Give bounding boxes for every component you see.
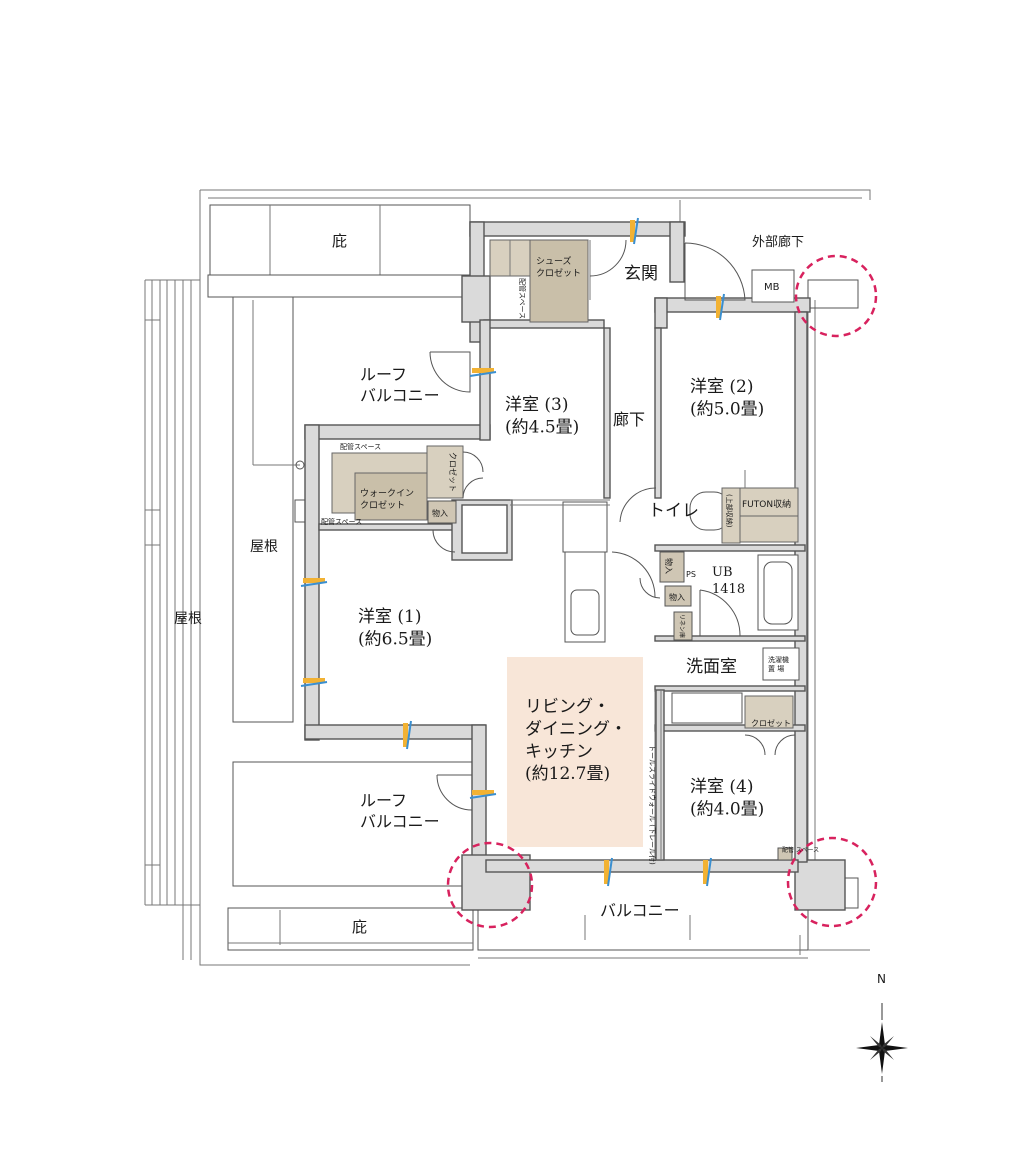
ps-label: PS [686, 570, 696, 579]
closet-vertical-label: クロゼット [448, 452, 458, 492]
outer-corridor-label: 外部廊下 [752, 234, 804, 250]
label-line: キッチン [525, 742, 593, 762]
highlight-circle-bottom-left [446, 841, 534, 929]
room3-label: 洋室 (3)(約4.5畳) [505, 395, 579, 437]
entrance-label: 玄関 [624, 264, 658, 284]
compass-icon [856, 1003, 908, 1082]
pipe-space-bottom-label: 配管 スペース [782, 846, 819, 854]
hallway-label: 廊下 [613, 410, 645, 429]
closet-room4-label: クロゼット [751, 718, 791, 728]
label-line: (約12.7畳) [525, 764, 610, 784]
fixtures [331, 239, 800, 861]
roof-balcony-top-label: ルーフバルコニー [360, 365, 440, 405]
label-line: クロゼット [536, 267, 581, 279]
upper-storage-label: (上部収納) [725, 494, 734, 528]
room2-label: 洋室 (2)(約5.0畳) [690, 377, 764, 419]
highlight-circle-top-right [794, 254, 878, 338]
label-line: バルコニー [360, 812, 440, 831]
balcony-label: バルコニー [600, 901, 680, 920]
roof-stripes [144, 279, 200, 960]
roof-outer-label: 屋根 [174, 611, 202, 627]
mb-label: MB [764, 282, 780, 293]
futon-storage-label: FUTON収納 [742, 498, 791, 510]
slide-wall-label: トールスライドウォール (下レール付) [648, 745, 657, 865]
pipe-space-top-label: 配管スペース [340, 442, 381, 451]
pipe-space-left-label: 配管スペース [321, 517, 362, 526]
outer-structure [144, 189, 871, 966]
roof-inner-label: 屋根 [250, 539, 278, 555]
toilet-label: トイレ [648, 501, 699, 521]
eave-top-label: 庇 [332, 232, 347, 250]
shoe-closet-label: シューズクロゼット [536, 255, 581, 279]
label-line: (約5.0畳) [690, 399, 764, 419]
ldk-label: リビング・ダイニング・キッチン(約12.7畳) [525, 697, 627, 784]
label-line: 1418 [712, 582, 745, 597]
walk-in-closet-label: ウォークインクロゼット [360, 488, 414, 511]
label-line: (約6.5畳) [358, 629, 432, 649]
windows [300, 217, 725, 887]
linen-label: リネン庫 [678, 614, 686, 638]
storage2-label: 物入 [664, 558, 674, 574]
compass-north-label: N [877, 972, 886, 986]
label-line: バルコニー [360, 386, 440, 405]
room1-label: 洋室 (1)(約6.5畳) [358, 607, 432, 649]
label-line: クロゼット [360, 499, 405, 511]
label-line: ダイニング・ [525, 719, 627, 739]
ldk-area [507, 657, 643, 847]
eave-bottom-label: 庇 [352, 918, 367, 936]
label-line: (約4.5畳) [505, 417, 579, 437]
pipe-space-vertical-label: 配管スペース [518, 278, 527, 319]
highlight-circle-bottom-right [786, 836, 878, 928]
roof-balcony-bottom-label: ルーフバルコニー [360, 791, 440, 831]
label-line: 置 場 [768, 664, 784, 673]
storage3-label: 物入 [669, 592, 685, 602]
label-line: (約4.0畳) [690, 799, 764, 819]
room4-label: 洋室 (4)(約4.0畳) [690, 777, 764, 819]
washroom-label: 洗面室 [686, 657, 737, 677]
washer-label: 洗濯機置 場 [768, 655, 789, 673]
storage1-label: 物入 [432, 508, 448, 518]
